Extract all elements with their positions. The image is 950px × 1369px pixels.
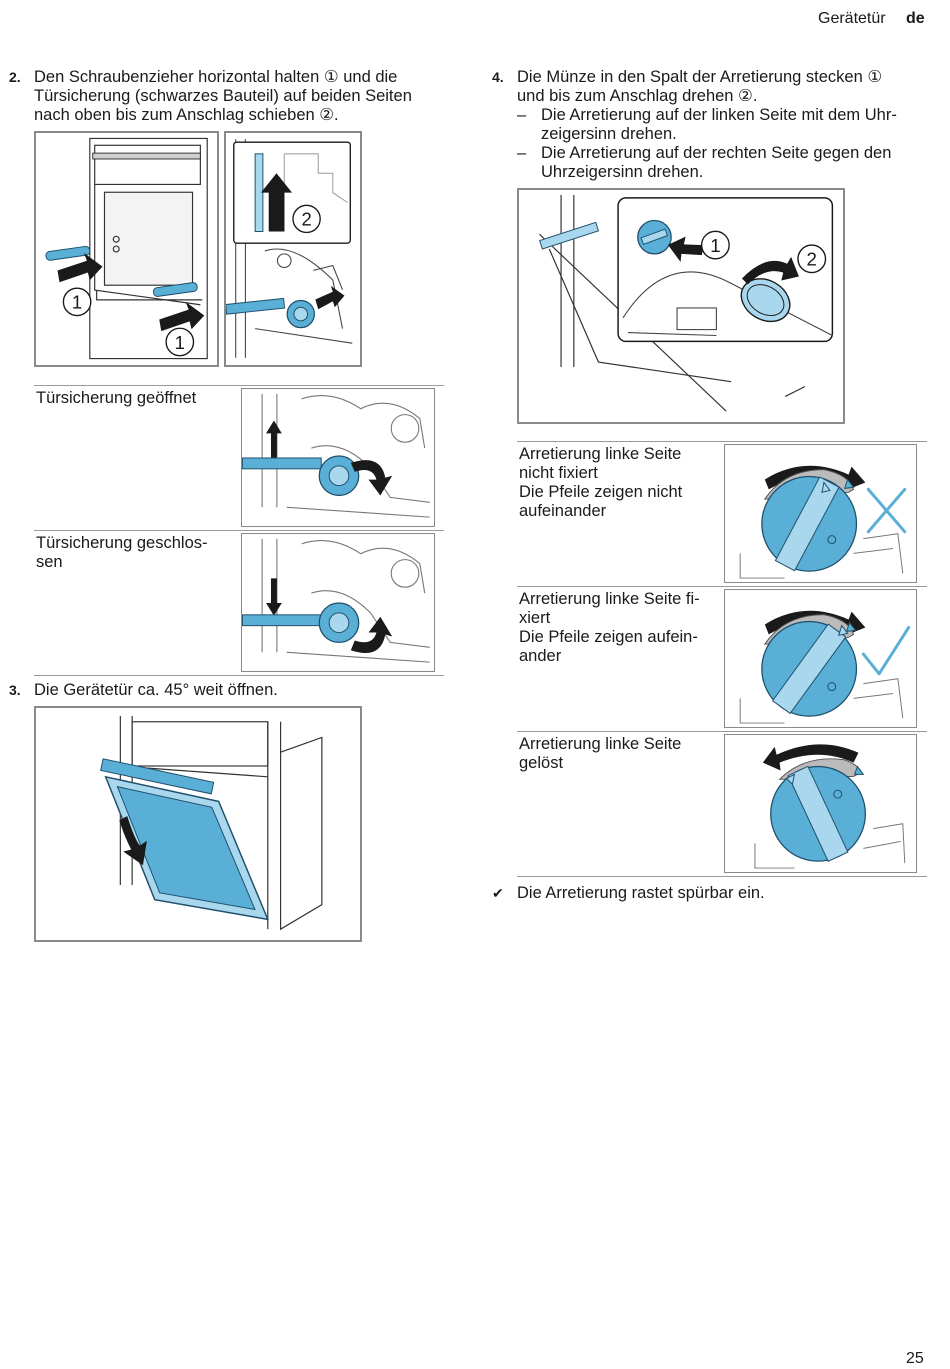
figure-door-open-45 xyxy=(34,706,362,942)
step-2-number: 2. xyxy=(9,69,21,85)
table-divider xyxy=(34,675,444,676)
callout-label: 1 xyxy=(175,332,185,353)
table-divider xyxy=(34,530,444,531)
bullet-line: Die Arretierung auf der rechten Seite ge… xyxy=(541,144,892,162)
label-line: Arretierung linke Seite fi- xyxy=(519,590,700,608)
label-line: aufeinander xyxy=(519,502,607,520)
table-divider xyxy=(517,876,927,877)
bullet-line: Die Arretierung auf der linken Seite mit… xyxy=(541,106,897,124)
figure-latch-released xyxy=(724,734,917,873)
step-4-bullet-cont: Uhrzeigersinn drehen. xyxy=(541,163,704,181)
table-divider xyxy=(517,731,927,732)
lock-open-illustration xyxy=(242,393,430,518)
door-open-illustration xyxy=(100,715,323,931)
callout-label: 2 xyxy=(301,209,311,230)
label-line: ander xyxy=(519,647,562,665)
latch-not-fixed-illustration xyxy=(739,465,907,579)
step-4-bullet: –Die Arretierung auf der rechten Seite g… xyxy=(517,144,937,163)
figure-door-lock-push: 2 xyxy=(224,131,362,367)
door-frame-illustration: 1 1 xyxy=(45,137,208,360)
step-2-line: Türsicherung (schwarzes Bauteil) auf bei… xyxy=(34,87,412,105)
label-line: Die Pfeile zeigen aufein- xyxy=(519,628,698,646)
result-text: Die Arretierung rastet spürbar ein. xyxy=(517,884,765,902)
table-divider xyxy=(517,441,927,442)
figure-coin-latch: 1 2 xyxy=(517,188,845,424)
figure-lock-closed xyxy=(241,533,435,672)
latch-state-label: Arretierung linke Seite fi- xiert Die Pf… xyxy=(519,590,719,666)
step-4-line: und bis zum Anschlag drehen ②. xyxy=(517,87,758,105)
step-2-line: Den Schraubenzieher horizontal halten ① … xyxy=(34,68,398,86)
latch-state-label: Arretierung linke Seite nicht fixiert Di… xyxy=(519,445,719,521)
step-4-number: 4. xyxy=(492,69,504,85)
step-2-line: nach oben bis zum Anschlag schieben ②. xyxy=(34,106,339,124)
lock-closed-illustration xyxy=(242,538,430,663)
label-line: Arretierung linke Seite xyxy=(519,445,682,463)
label-line: Die Pfeile zeigen nicht xyxy=(519,483,683,501)
result-check-icon: ✔ xyxy=(492,885,504,901)
step-4-bullet: –Die Arretierung auf der linken Seite mi… xyxy=(517,106,937,125)
latch-state-label: Arretierung linke Seite gelöst xyxy=(519,735,719,773)
bullet-dash: – xyxy=(517,106,527,124)
page-number: 25 xyxy=(906,1350,924,1367)
table-divider xyxy=(517,586,927,587)
running-header-section: Gerätetür xyxy=(818,10,886,27)
step-4-text: Die Münze in den Spalt der Arretierung s… xyxy=(517,68,937,182)
figure-latch-not-fixed xyxy=(724,444,917,583)
door-lock-illustration: 2 xyxy=(226,139,353,358)
latch-fixed-illustration xyxy=(739,610,911,724)
figure-lock-open xyxy=(241,388,435,527)
label-line: Türsicherung geöffnet xyxy=(36,389,197,407)
step-2-text: Den Schraubenzieher horizontal halten ① … xyxy=(34,68,464,125)
step-3-text: Die Gerätetür ca. 45° weit öffnen. xyxy=(34,681,278,699)
callout-label: 2 xyxy=(807,249,817,270)
figure-latch-fixed xyxy=(724,589,917,728)
latch-released-illustration xyxy=(754,744,906,869)
label-line: sen xyxy=(36,553,63,571)
step-3-number: 3. xyxy=(9,682,21,698)
table-divider xyxy=(34,385,444,386)
label-line: gelöst xyxy=(519,754,564,772)
callout-label: 1 xyxy=(710,235,720,256)
bullet-dash: – xyxy=(517,144,527,162)
label-line: nicht fixiert xyxy=(519,464,598,482)
callout-label: 1 xyxy=(72,292,82,313)
figure-screwdriver-door: 1 1 xyxy=(34,131,219,367)
step-4-bullet-cont: zeigersinn drehen. xyxy=(541,125,677,143)
label-line: xiert xyxy=(519,609,551,627)
label-line: Arretierung linke Seite xyxy=(519,735,682,753)
label-line: Türsicherung geschlos- xyxy=(36,534,208,552)
lock-state-label-open: Türsicherung geöffnet xyxy=(36,389,236,408)
cross-icon xyxy=(866,487,907,534)
step-4-line: Die Münze in den Spalt der Arretierung s… xyxy=(517,68,883,86)
coin-latch-illustration: 1 2 xyxy=(539,194,834,412)
running-header-language: de xyxy=(906,10,925,27)
lock-state-label-closed: Türsicherung geschlos- sen xyxy=(36,534,236,572)
check-icon xyxy=(861,625,911,676)
